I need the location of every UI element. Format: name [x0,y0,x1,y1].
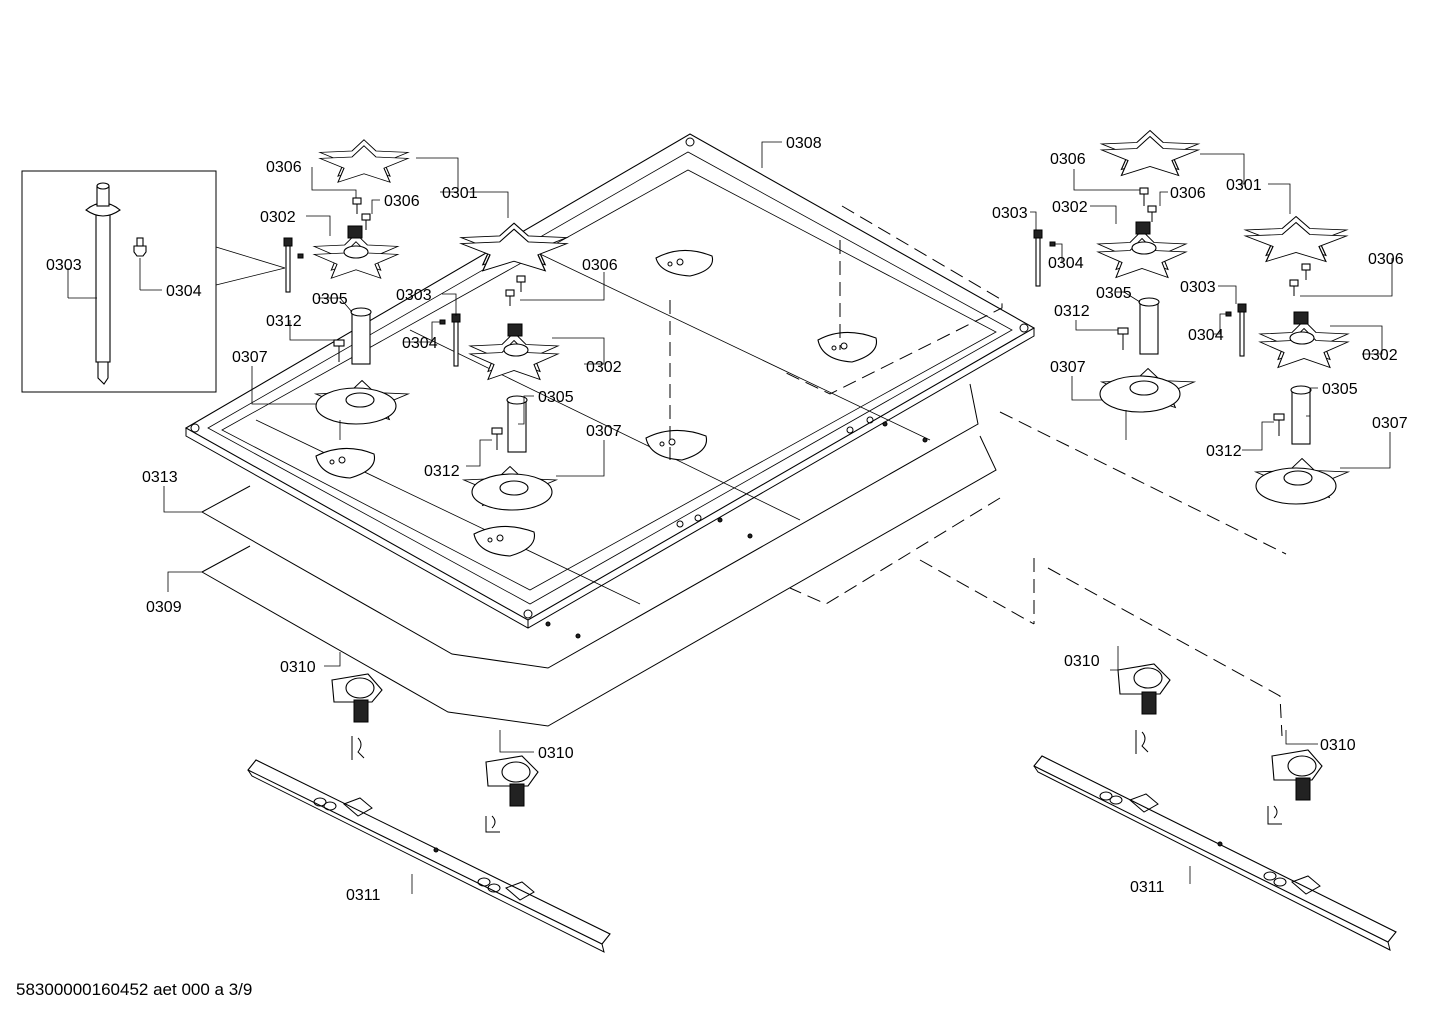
label-0312: 0312 [1054,303,1090,320]
burner-hole [645,429,708,461]
label-0313: 0313 [142,469,178,486]
injector-icon [1138,297,1160,355]
burner-base-left-2 [463,465,557,511]
burner-base-left-1 [315,379,409,440]
thermocouple-icon [1237,303,1247,357]
injector-icon [506,395,528,453]
label-0305: 0305 [1096,285,1132,302]
label-0305: 0305 [1322,381,1358,398]
screw-icon [1139,187,1157,222]
label-0312: 0312 [266,313,302,330]
screw-icon [505,275,526,306]
label-0306: 0306 [1050,151,1086,168]
screw-icon [1289,263,1311,296]
burner-cap-left-1 [319,139,409,183]
valve-icon [485,755,539,833]
thermocouple-icon [85,182,121,385]
gasket-upper [201,383,979,669]
label-0303: 0303 [46,257,82,274]
burner-hole [655,249,714,277]
injector-icon [350,307,372,365]
label-0310: 0310 [280,659,316,676]
burner-crown-left-1 [313,225,399,279]
label-0307: 0307 [232,349,268,366]
inset-detail [21,170,286,393]
screw-icon [439,319,446,325]
label-0308: 0308 [786,135,822,152]
burner-base-right-2 [1255,457,1349,505]
leader-lines [163,141,1393,894]
burner-hole [473,525,536,557]
burner-base-right-1 [1099,367,1195,440]
label-0301: 0301 [442,185,478,202]
label-0306: 0306 [1368,251,1404,268]
burner-cap-right-1 [1100,129,1200,177]
label-0310: 0310 [538,745,574,762]
screw-icon [1225,311,1232,317]
thermocouple-icon [283,237,293,293]
label-0302: 0302 [586,359,622,376]
label-0304: 0304 [1048,255,1084,272]
label-0304: 0304 [402,335,438,352]
label-0306: 0306 [1170,185,1206,202]
burner-crown-left-2 [469,323,559,381]
label-0312: 0312 [1206,443,1242,460]
label-0307: 0307 [1050,359,1086,376]
label-0309: 0309 [146,599,182,616]
screw-icon [352,197,371,230]
label-0306: 0306 [582,257,618,274]
screw-icon [1273,413,1285,436]
burner-hole [817,331,878,363]
burner-crown-right-1 [1097,221,1187,279]
screw-icon [1117,327,1129,350]
part-labels: 0308 0306 0301 0306 0302 0303 0304 0305 … [46,135,1408,904]
label-0303: 0303 [1180,279,1216,296]
label-0306: 0306 [384,193,420,210]
label-0304: 0304 [1188,327,1224,344]
label-0303: 0303 [992,205,1028,222]
screw-icon [333,339,345,362]
label-0305: 0305 [538,389,574,406]
label-0302: 0302 [1052,199,1088,216]
label-0307: 0307 [1372,415,1408,432]
label-0302: 0302 [260,209,296,226]
label-0305: 0305 [312,291,348,308]
label-0310: 0310 [1064,653,1100,670]
burner-hole [315,447,376,479]
label-0301: 0301 [1226,177,1262,194]
screw-icon [491,427,503,450]
valve-icon [1267,749,1323,825]
valve-icon [331,673,383,760]
thermocouple-icon [1033,229,1043,287]
rail-icon [1033,755,1397,951]
burner-cap-right-2 [1244,215,1348,263]
label-0312: 0312 [424,463,460,480]
label-0311: 0311 [1130,879,1165,896]
screw-icon [133,237,147,257]
injector-icon [1290,385,1312,445]
gasket-lower [201,435,997,727]
rail-icon [247,759,611,953]
label-0303: 0303 [396,287,432,304]
label-0304: 0304 [166,283,202,300]
label-0310: 0310 [1320,737,1356,754]
burner-crown-right-2 [1259,311,1349,369]
label-0306: 0306 [266,159,302,176]
valve-icon [1117,663,1171,754]
label-0307: 0307 [586,423,622,440]
label-0311: 0311 [346,887,381,904]
label-0302: 0302 [1362,347,1398,364]
drawing-reference-number: 58300000160452 aet 000 a 3/9 [16,980,253,999]
hob-tray [184,133,1036,639]
screw-icon [297,253,304,259]
